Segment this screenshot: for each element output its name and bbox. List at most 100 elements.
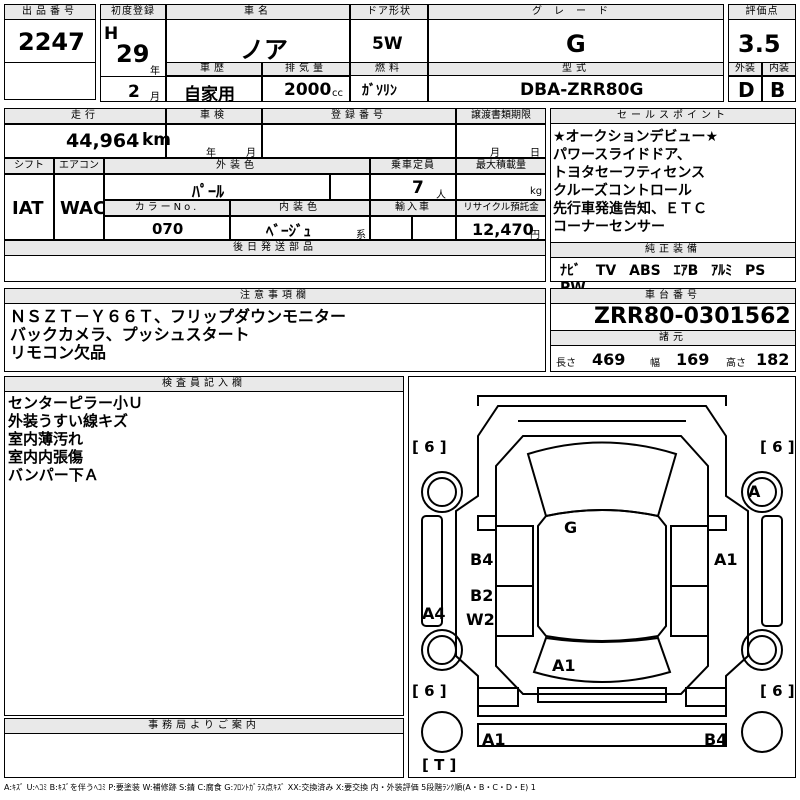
fuel-label: 燃料 (350, 62, 428, 76)
damage-mark: B2 (470, 586, 494, 605)
interior-color: ﾍﾞｰｼﾞｭ (266, 222, 312, 240)
displacement-label: 排気量 (262, 62, 350, 76)
equip-item: ABS (629, 263, 661, 279)
transfer-month: 月 (490, 148, 500, 159)
plate-label: 登録番号 (262, 108, 456, 124)
load-cell (456, 174, 546, 200)
lot-divider (4, 62, 96, 63)
model-code: DBA-ZRR80G (520, 80, 644, 100)
sales-line: ★オークションデビュー★ (553, 129, 719, 145)
mileage-label: 走行 (4, 108, 166, 124)
inspector-line: センターピラー小Ｕ (8, 394, 144, 412)
caution-line: リモコン欠品 (10, 343, 107, 362)
shift: IAT (12, 198, 44, 219)
interior-unit: 系 (356, 230, 366, 241)
inspector-line: 外装うすい線キズ (8, 412, 129, 430)
grade-label: グレード (428, 4, 724, 20)
ext-score: D (738, 78, 755, 102)
first-reg-box (100, 4, 166, 102)
damage-mark: A (748, 482, 761, 501)
caution-line: バックカメラ、プッシュスタート (10, 325, 250, 344)
legend: A:ｷｽﾞ U:ﾍｺﾐ B:ｷｽﾞを伴うﾍｺﾐ P:要塗装 W:補修跡 S:錆 … (4, 783, 536, 792)
tire-spare: [ T ] (422, 756, 457, 774)
equip-item: TV (595, 263, 617, 279)
inspector-line: 室内内張傷 (8, 448, 84, 466)
length: 469 (592, 350, 626, 369)
damage-mark: A1 (552, 656, 576, 675)
load-label: 最大積載量 (456, 158, 546, 174)
grade: G (566, 30, 586, 58)
inspector-lines: センターピラー小Ｕ 外装うすい線キズ 室内薄汚れ 室内内張傷 バンパー下Ａ (8, 394, 143, 484)
damage-mark: A1 (482, 730, 506, 749)
damage-mark: B4 (704, 730, 728, 749)
later-parts-label: 後日発送部品 (4, 240, 546, 256)
first-reg-month: 2 (128, 82, 140, 102)
colorno: 070 (152, 220, 184, 238)
damage-mark: G (564, 518, 578, 537)
damage-mark: A4 (422, 604, 446, 623)
inspection-year-unit: 年 (206, 148, 216, 159)
sales-line: トヨタセーフティセンス (553, 165, 706, 181)
colorno-cell (104, 216, 230, 240)
transfer-day: 日 (530, 148, 540, 159)
office-label: 事務局よりご案内 (4, 718, 404, 734)
displacement: 2000 (284, 80, 332, 100)
equip-item: ｱﾙﾐ (711, 263, 733, 279)
year-unit: 年 (150, 66, 160, 77)
fuel: ｶﾞｿﾘﾝ (362, 83, 397, 99)
colorno-label: カラーNo. (104, 200, 230, 216)
inspector-box (4, 376, 404, 716)
equip-label: 純正装備 (550, 242, 796, 258)
tire-rear-right: [ 6 ] (760, 682, 795, 700)
interior-cell (230, 216, 370, 240)
car-diagram (421, 395, 783, 753)
sales-line: コーナーセンサー (553, 219, 665, 235)
width-label: 幅 (650, 358, 660, 369)
equip-item: ﾅﾋﾞ (560, 263, 581, 279)
import-cell-b (412, 216, 456, 240)
era: H (104, 24, 119, 44)
damage-mark: B4 (470, 550, 494, 569)
shift-cell (4, 174, 54, 240)
first-reg-year: 29 (116, 40, 150, 68)
shift-label: シフト (4, 158, 54, 174)
score: 3.5 (738, 30, 781, 58)
caution-line: ＮＳＺＴ－Ｙ６６Ｔ、フリップダウンモニター (10, 307, 347, 326)
mileage-unit: km (142, 130, 172, 150)
mileage-cell (4, 124, 166, 158)
damage-mark: W2 (466, 610, 495, 629)
color: ﾊﾟｰﾙ (192, 182, 225, 201)
seats-label: 乗車定員 (370, 158, 456, 174)
sales-lines: ★オークションデビュー★ パワースライドドア、 トヨタセーフティセンス クルーズ… (553, 128, 718, 236)
ext-cell (728, 76, 762, 102)
load-unit: kg (530, 186, 543, 197)
door-label: ドア形状 (350, 4, 428, 20)
lot-number: 2247 (18, 28, 85, 56)
int-score: B (770, 78, 786, 102)
transfer-label: 譲渡書類期限 (456, 108, 546, 124)
inspection-month-unit: 月 (246, 148, 256, 159)
tire-front-right: [ 6 ] (760, 438, 795, 456)
height: 182 (756, 350, 790, 369)
name-label: 車名 (166, 4, 350, 20)
interior-label: 内装色 (230, 200, 370, 216)
caution-lines: ＮＳＺＴ－Ｙ６６Ｔ、フリップダウンモニター バックカメラ、プッシュスタート リモ… (10, 308, 346, 362)
first-reg-label: 初度登録 (100, 4, 166, 20)
inspector-line: バンパー下Ａ (8, 466, 99, 484)
lot-label: 出品番号 (4, 4, 96, 20)
damage-mark: A1 (714, 550, 738, 569)
length-label: 長さ (556, 358, 576, 369)
color-cell-extra (330, 174, 370, 200)
displacement-cell (262, 76, 350, 102)
sales-line: クルーズコントロール (553, 183, 692, 199)
recycle-unit: 円 (530, 230, 540, 241)
tire-front-left: [ 6 ] (412, 438, 447, 456)
inspection-cell (166, 124, 262, 158)
width: 169 (676, 350, 710, 369)
recycle: 12,470 (472, 220, 534, 239)
recycle-cell (456, 216, 546, 240)
history-label: 車歴 (166, 62, 262, 76)
model-label: 型式 (428, 62, 724, 76)
inspector-label: 検査員記入欄 (4, 376, 404, 392)
sales-label: セールスポイント (550, 108, 796, 124)
